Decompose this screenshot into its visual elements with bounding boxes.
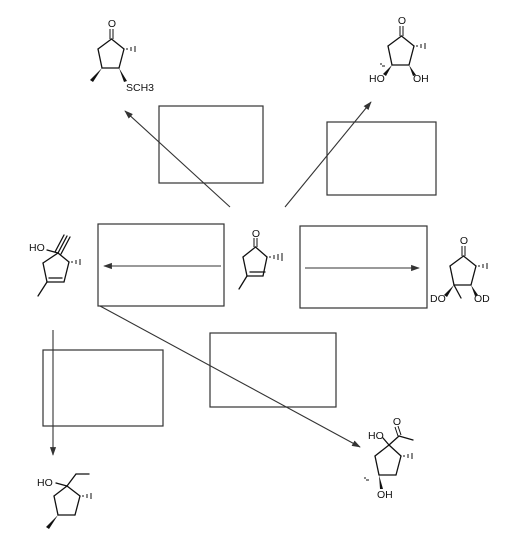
molecule-bottom-right: O HO OH: [364, 416, 414, 501]
right-do-label: DO: [430, 293, 446, 305]
center-carbonyl-o: O: [252, 228, 260, 240]
right-od-label: OD: [474, 293, 490, 305]
molecule-top-left: O SCH3: [90, 18, 154, 94]
molecule-bottom-left: HO: [37, 473, 92, 529]
top-right-oh-label: OH: [413, 73, 429, 85]
left-ho-label: HO: [29, 242, 45, 254]
molecule-left: HO: [29, 234, 81, 297]
bottom-right-carbonyl-o: O: [393, 416, 401, 428]
top-left-sch3-label: SCH3: [126, 82, 154, 94]
reagent-box-top-left[interactable]: [158, 105, 264, 184]
reagent-box-bottom-middle[interactable]: [209, 332, 337, 408]
right-carbonyl-o: O: [460, 235, 468, 247]
bottom-right-oh-label: OH: [377, 489, 393, 501]
top-right-ho-label: HO: [369, 73, 385, 85]
molecule-center: O: [238, 228, 283, 290]
molecule-top-right: O HO OH: [369, 15, 429, 85]
bottom-right-ho-label: HO: [368, 430, 384, 442]
reagent-box-bottom-left[interactable]: [42, 349, 164, 427]
top-left-carbonyl-o: O: [108, 18, 116, 30]
top-right-carbonyl-o: O: [398, 15, 406, 27]
molecule-right: O DO OD: [430, 235, 490, 305]
arrow-to-top-right: [284, 101, 372, 208]
reagent-box-top-right[interactable]: [326, 121, 437, 196]
reagent-box-right[interactable]: [299, 225, 428, 309]
arrow-left-to-bottom-right: [99, 305, 361, 448]
bottom-left-ho-label: HO: [37, 477, 53, 489]
arrow-to-top-left: [124, 110, 231, 208]
reagent-box-left[interactable]: [97, 223, 225, 307]
